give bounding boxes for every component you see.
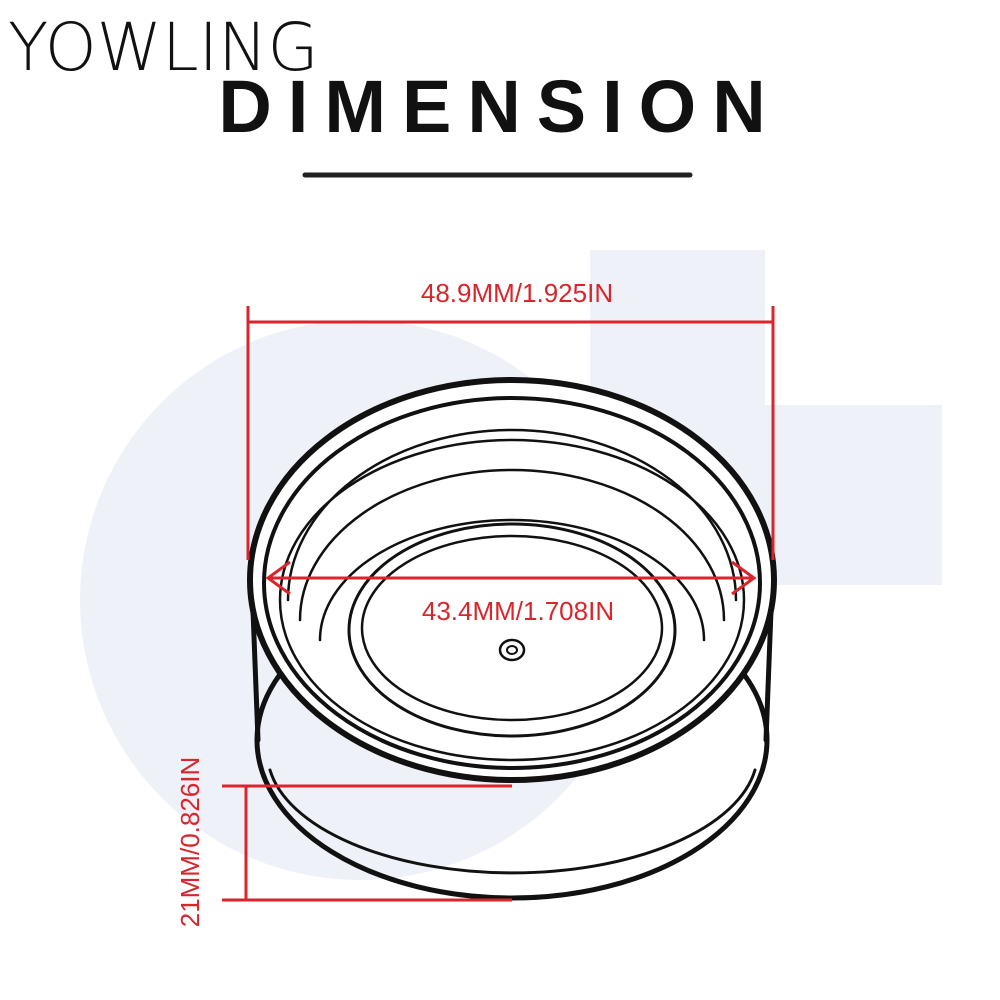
cap-groove xyxy=(268,768,757,875)
vent-hole-inner xyxy=(506,645,518,655)
height-label: 21MM/0.826IN xyxy=(175,757,205,928)
inner-diameter-left-arrow xyxy=(265,560,291,596)
cap-thread-1 xyxy=(286,428,738,602)
cap-floor-outer xyxy=(347,522,677,738)
vent-hole-outer xyxy=(498,638,526,662)
cap-floor-inner xyxy=(360,534,664,722)
cap-drawing xyxy=(247,377,777,901)
page-title: DIMENSION xyxy=(218,65,781,148)
cap-thread-2 xyxy=(298,468,726,622)
cap-outer-rim xyxy=(247,377,777,783)
dimension-annotations xyxy=(222,306,775,902)
cap-thread-3 xyxy=(318,518,706,642)
cap-rim-2 xyxy=(262,396,762,770)
outer-diameter-label: 48.9MM/1.925IN xyxy=(421,278,613,308)
brand-logo: YOWLING xyxy=(8,9,319,86)
inner-diameter-right-arrow xyxy=(731,560,757,596)
cap-inner-wall xyxy=(278,438,746,762)
inner-diameter-label: 43.4MM/1.708IN xyxy=(422,596,614,626)
